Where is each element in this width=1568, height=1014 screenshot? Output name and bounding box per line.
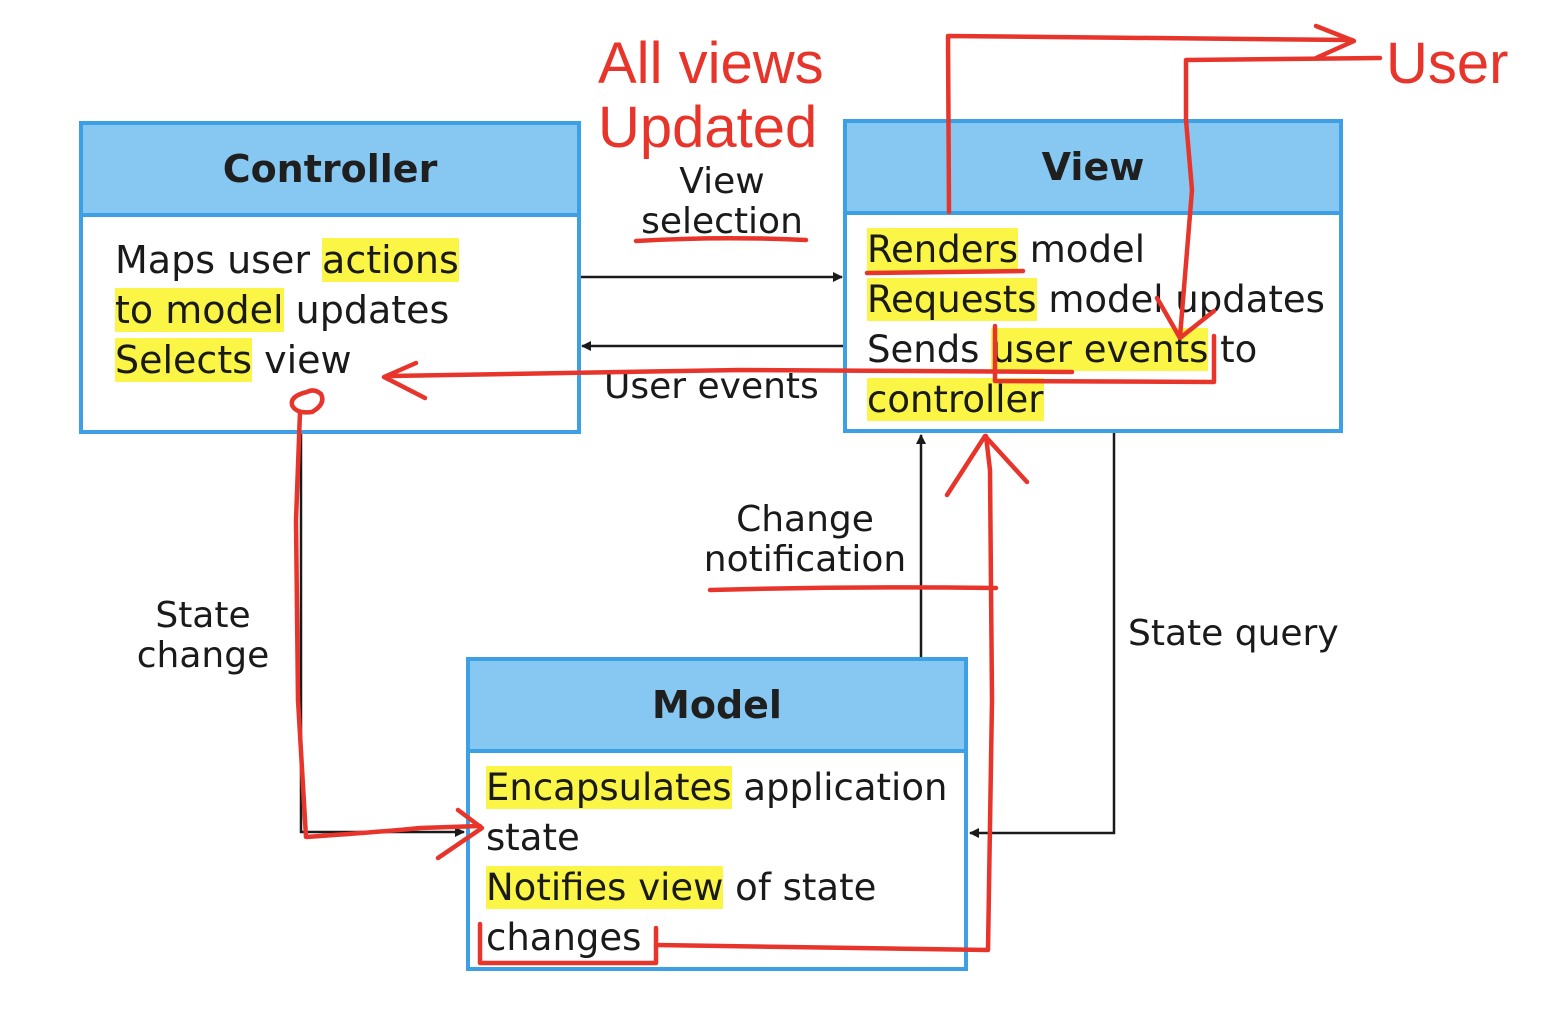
ink-state-change-to-model <box>293 409 483 840</box>
ink-arrowhead-into-view <box>1154 295 1217 341</box>
annotation-user: User <box>1386 31 1509 96</box>
edge-label-view-selection: View selection <box>641 161 803 242</box>
ink-underline-view-selection <box>633 235 809 244</box>
ink-underline-renders <box>864 268 1026 276</box>
view-line-2: Requests model updates <box>867 278 1325 321</box>
red-ink-annotations <box>289 23 1383 966</box>
ink-user-to-view <box>1177 55 1383 340</box>
controller-line-1: Maps user actions <box>115 238 459 282</box>
controller-line-2: to model updates <box>115 288 450 332</box>
ink-arrowhead-view-bottom <box>944 433 1030 498</box>
ink-view-to-controller-selects <box>387 367 1075 379</box>
model-box: Model Encapsulates application state Not… <box>466 657 968 971</box>
view-title: View <box>847 123 1339 215</box>
arrow-controller-to-model <box>299 434 465 837</box>
ink-changes-to-view <box>653 433 995 953</box>
edge-label-state-change: State change <box>136 595 270 676</box>
controller-title: Controller <box>83 125 577 217</box>
black-arrows <box>299 272 1116 838</box>
model-title: Model <box>470 661 964 753</box>
controller-description: Maps user actions to model updates Selec… <box>83 217 577 385</box>
model-line-2: state <box>486 816 580 859</box>
ink-loop-selects <box>289 388 325 415</box>
model-line-1: Encapsulates application <box>486 766 948 809</box>
controller-box: Controller Maps user actions to model up… <box>79 121 581 434</box>
annotation-all-views-updated: All views Updated <box>598 31 824 160</box>
ink-arrowhead-model <box>435 807 485 861</box>
edge-label-change-notification: Change notification <box>703 499 907 580</box>
ink-box-user-events <box>992 323 1217 385</box>
controller-line-3: Selects view <box>115 338 352 382</box>
view-description: Renders model Requests model updates Sen… <box>847 215 1339 425</box>
ink-renders-to-user <box>945 33 1355 215</box>
model-line-4: changes <box>486 916 642 959</box>
view-line-1: Renders model <box>867 228 1145 271</box>
view-line-3: Sends user events to <box>867 328 1258 371</box>
ink-underline-change-notification <box>707 585 999 593</box>
arrow-view-to-model <box>969 433 1116 838</box>
edge-label-state-query: State query <box>1128 613 1339 654</box>
view-line-4: controller <box>867 378 1044 421</box>
ink-arrowhead-toward-user <box>1313 23 1357 61</box>
model-description: Encapsulates application state Notifies … <box>470 753 964 963</box>
ink-bracket-changes <box>477 921 659 966</box>
ink-arrowhead-controller <box>381 360 428 401</box>
model-line-3: Notifies view of state <box>486 866 877 909</box>
